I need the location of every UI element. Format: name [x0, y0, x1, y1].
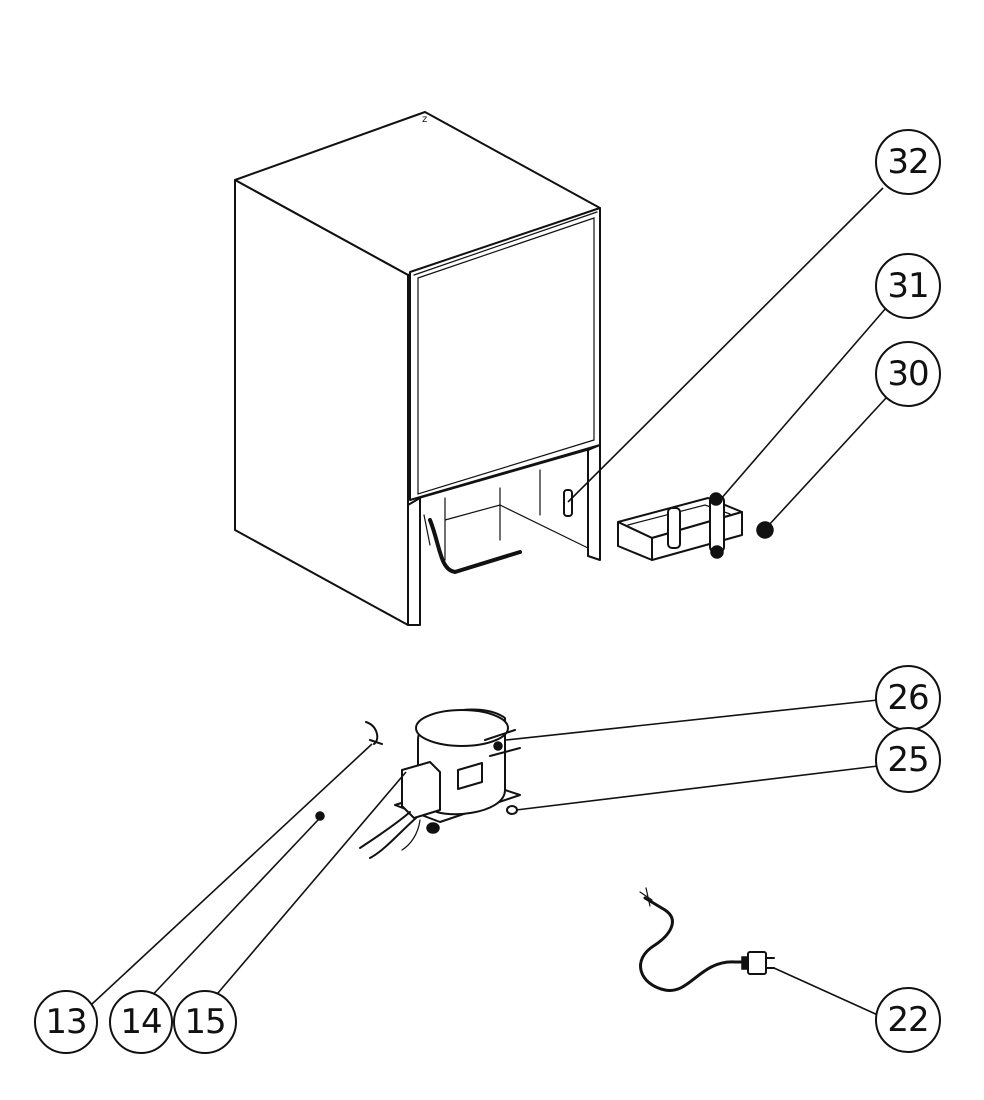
drip-tray — [617, 492, 743, 561]
callout-31: 31 — [875, 253, 941, 319]
callout-label: 25 — [887, 740, 928, 780]
callout-label: 13 — [45, 1002, 86, 1042]
svg-text:z: z — [422, 114, 427, 125]
callout-32: 32 — [875, 129, 941, 195]
callout-label: 30 — [887, 354, 928, 394]
mounting-screw — [315, 811, 325, 821]
callout-label: 14 — [120, 1002, 161, 1042]
callout-14: 14 — [109, 990, 173, 1054]
callout-26: 26 — [875, 665, 941, 731]
callout-13: 13 — [34, 990, 98, 1054]
leader-lines — [91, 187, 887, 1017]
callout-label: 15 — [184, 1002, 225, 1042]
callout-25: 25 — [875, 727, 941, 793]
callout-22: 22 — [875, 987, 941, 1053]
washer — [506, 805, 518, 815]
power-cord — [639, 887, 775, 992]
callout-label: 32 — [887, 142, 928, 182]
wire-clip — [365, 721, 383, 745]
callout-label: 31 — [887, 266, 928, 306]
compressor — [359, 708, 521, 859]
callout-15: 15 — [173, 990, 237, 1054]
callout-label: 22 — [887, 1000, 928, 1040]
callout-label: 26 — [887, 678, 928, 718]
cabinet: z — [234, 111, 601, 626]
callout-30: 30 — [875, 341, 941, 407]
drain-plug — [756, 521, 774, 539]
